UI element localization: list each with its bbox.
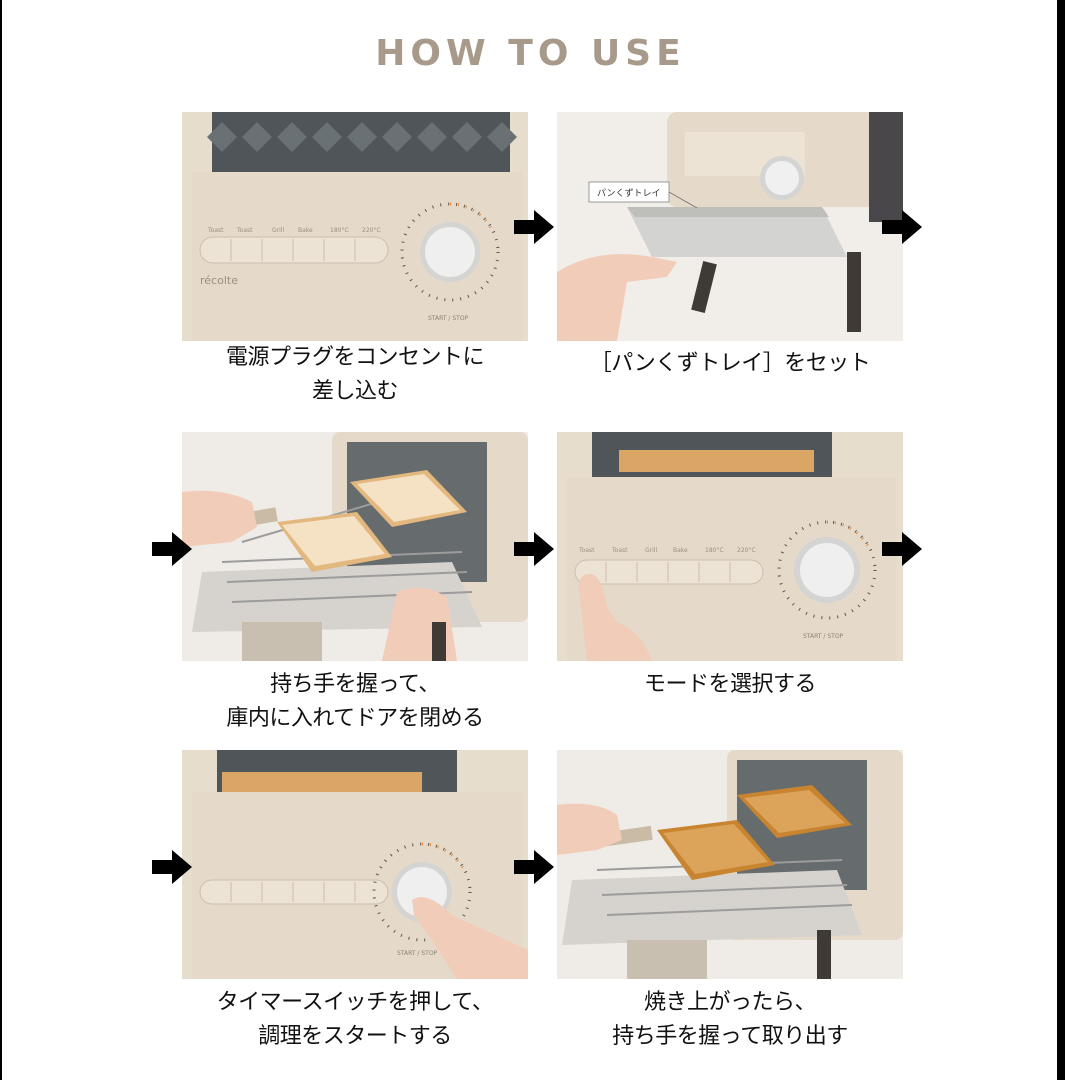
step-6-caption-line-1: 焼き上がったら、 <box>643 990 817 1015</box>
step-3-caption-line-1: 持ち手を握って、 <box>270 672 440 697</box>
step-4-caption-line-1: モードを選択する <box>643 672 817 697</box>
arrow-right-icon <box>514 532 554 566</box>
svg-text:Bake: Bake <box>298 227 313 234</box>
step-1-photo: Toast Toast Grill Bake 180°C 220°C récolte S… <box>182 112 528 341</box>
arrow-right-icon <box>152 850 192 884</box>
brand-logo: récolte <box>200 274 238 287</box>
step-5-caption-line-1: タイマースイッチを押して、 <box>216 990 494 1015</box>
step-4-photo: Toast Toast Grill Bake 180°C 220°C START / S… <box>557 432 903 661</box>
svg-text:START / STOP: START / STOP <box>428 315 469 322</box>
arrow-right-icon <box>152 532 192 566</box>
crumb-tray-callout-label: パンくずトレイ <box>597 188 660 199</box>
arrow-right-icon <box>514 850 554 884</box>
svg-text:Toast: Toast <box>578 547 595 554</box>
step-2-caption-line-1: ［パンくずトレイ］をセット <box>589 351 871 376</box>
svg-text:180°C: 180°C <box>705 547 724 554</box>
arrow-right-icon <box>514 210 554 244</box>
step-5-photo: START / STOP <box>182 750 528 979</box>
step-4-caption: モードを選択する <box>530 668 930 702</box>
step-5-caption-line-2: 調理をスタートする <box>258 1024 452 1049</box>
step-1-caption-line-1: 電源プラグをコンセントに <box>225 345 485 370</box>
step-3-photo <box>182 432 528 661</box>
step-3-caption-line-2: 庫内に入れてドアを閉める <box>226 706 484 731</box>
svg-text:Grill: Grill <box>645 547 657 554</box>
step-6-caption: 焼き上がったら、 持ち手を握って取り出す <box>530 986 930 1054</box>
arrow-right-icon <box>882 532 922 566</box>
svg-text:220°C: 220°C <box>737 547 756 554</box>
step-5-caption: タイマースイッチを押して、 調理をスタートする <box>155 986 555 1054</box>
step-6-caption-line-2: 持ち手を握って取り出す <box>612 1024 848 1049</box>
svg-text:START / STOP: START / STOP <box>803 633 844 640</box>
svg-text:220°C: 220°C <box>362 227 381 234</box>
step-2-caption: ［パンくずトレイ］をセット <box>530 347 930 381</box>
step-3-caption: 持ち手を握って、 庫内に入れてドアを閉める <box>155 668 555 736</box>
page-title: HOW TO USE <box>375 33 686 74</box>
step-1-caption: 電源プラグをコンセントに 差し込む <box>155 341 555 409</box>
svg-text:Grill: Grill <box>272 227 284 234</box>
step-6-photo <box>557 750 903 979</box>
svg-text:Bake: Bake <box>673 547 688 554</box>
svg-text:START / STOP: START / STOP <box>397 950 438 957</box>
svg-text:Toast: Toast <box>207 227 224 234</box>
svg-text:Toast: Toast <box>611 547 628 554</box>
step-2-photo: パンくずトレイ <box>557 112 903 341</box>
step-1-caption-line-2: 差し込む <box>311 379 399 404</box>
svg-text:180°C: 180°C <box>330 227 349 234</box>
arrow-right-icon <box>882 210 922 244</box>
svg-text:Toast: Toast <box>236 227 253 234</box>
